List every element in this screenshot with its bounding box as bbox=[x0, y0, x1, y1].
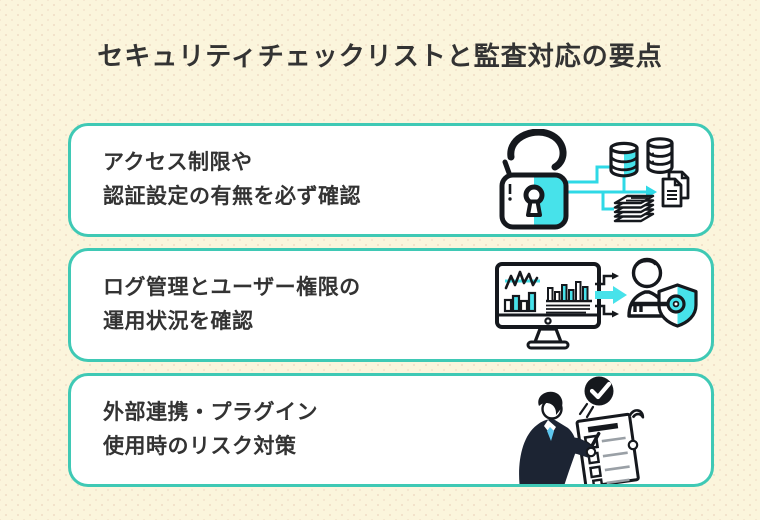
documents-icon bbox=[661, 170, 690, 208]
check-badge-icon bbox=[578, 376, 614, 419]
card-text-line: 外部連携・プラグイン bbox=[103, 401, 318, 424]
card-log-management-text: ログ管理とユーザー権限の 運用状況を確認 bbox=[71, 271, 361, 339]
flow-lines-icon bbox=[566, 165, 647, 211]
card-external-plugin-risk-text: 外部連携・プラグイン 使用時のリスク対策 bbox=[71, 396, 318, 464]
card-access-restriction-text: アクセス制限や 認証設定の有無を必ず確認 bbox=[71, 146, 361, 214]
businessman-checklist-illustration bbox=[519, 376, 645, 484]
card-access-restriction: アクセス制限や 認証設定の有無を必ず確認 bbox=[68, 123, 714, 237]
businessman-arm-icon bbox=[549, 437, 639, 458]
card-text-line: 運用状況を確認 bbox=[103, 310, 254, 333]
key-icon bbox=[632, 294, 686, 314]
card-text-line: 使用時のリスク対策 bbox=[103, 435, 297, 458]
line-chart-icon bbox=[504, 270, 540, 290]
monitor-logs-user-permissions-illustration bbox=[495, 257, 698, 350]
database-icon bbox=[646, 137, 674, 175]
page-title: セキュリティチェックリストと監査対応の要点 bbox=[97, 41, 663, 71]
bar-chart-icon bbox=[503, 291, 537, 313]
checklist-cards: アクセス制限や 認証設定の有無を必ず確認 bbox=[68, 123, 714, 498]
card-text-line: ログ管理とユーザー権限の bbox=[103, 276, 361, 299]
card-log-management: ログ管理とユーザー権限の 運用状況を確認 bbox=[68, 248, 714, 362]
card-text-line: アクセス制限や bbox=[103, 151, 253, 174]
padlock-icon bbox=[499, 129, 569, 230]
log-lines-icon bbox=[546, 304, 590, 314]
unlocked-padlock-data-flow-illustration bbox=[499, 129, 690, 230]
card-text-line: 認証設定の有無を必ず確認 bbox=[103, 185, 361, 208]
paper-stack-icon bbox=[613, 194, 655, 223]
card-external-plugin-risk: 外部連携・プラグイン 使用時のリスク対策 bbox=[68, 373, 714, 487]
bar-chart-icon bbox=[546, 281, 592, 303]
businessman-icon bbox=[519, 391, 577, 484]
database-icon bbox=[609, 141, 639, 178]
arrow-icon bbox=[595, 272, 627, 318]
